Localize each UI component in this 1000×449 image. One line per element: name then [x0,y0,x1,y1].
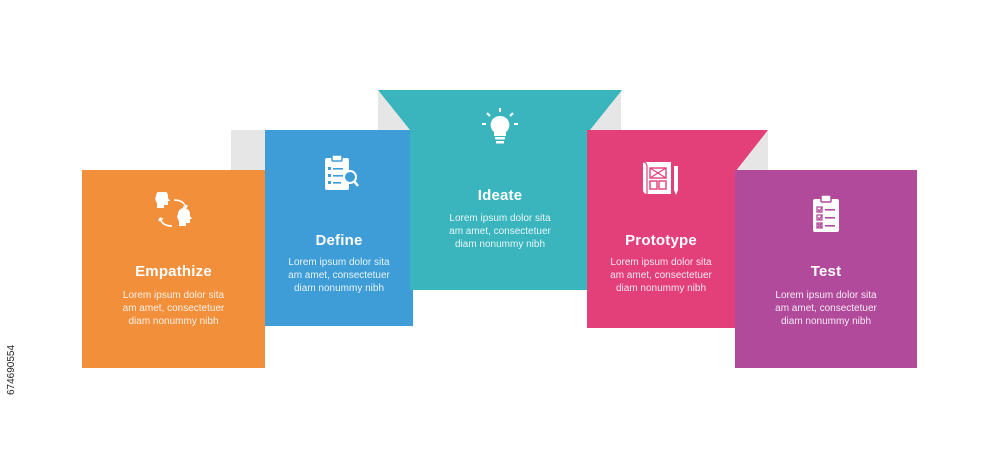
heads-exchange-icon [154,192,192,227]
step-description: Lorem ipsum dolor sita am amet, consecte… [449,213,551,250]
step-description: Lorem ipsum dolor sita am amet, consecte… [610,257,712,294]
step-title: Empathize [135,263,212,280]
checklist-icon [813,194,839,232]
step-description: Lorem ipsum dolor sita am amet, consecte… [288,257,390,294]
lightbulb-icon [482,108,518,144]
step-title: Define [315,232,363,249]
step-description: Lorem ipsum dolor sita am amet, consecte… [775,290,877,327]
blueprint-icon [642,161,678,195]
step-ideate: Ideate Lorem ipsum dolor sita am amet, c… [410,90,590,290]
clipboard-search-icon [325,154,359,190]
step-test: Test Lorem ipsum dolor sita am amet, con… [735,170,917,368]
step-empathize: Empathize Lorem ipsum dolor sita am amet… [82,170,265,368]
step-define: Define Lorem ipsum dolor sita am amet, c… [265,130,413,326]
step-prototype: Prototype Lorem ipsum dolor sita am amet… [587,130,735,328]
stock-id: 674690554 [6,344,17,395]
step-title: Ideate [477,187,523,204]
step-title: Prototype [625,232,697,249]
fold-shadow-define [231,130,266,172]
step-description: Lorem ipsum dolor sita am amet, consecte… [122,290,225,327]
step-prototype-shape [587,130,768,328]
step-ideate-shape [378,90,622,290]
step-title: Test [810,263,842,280]
